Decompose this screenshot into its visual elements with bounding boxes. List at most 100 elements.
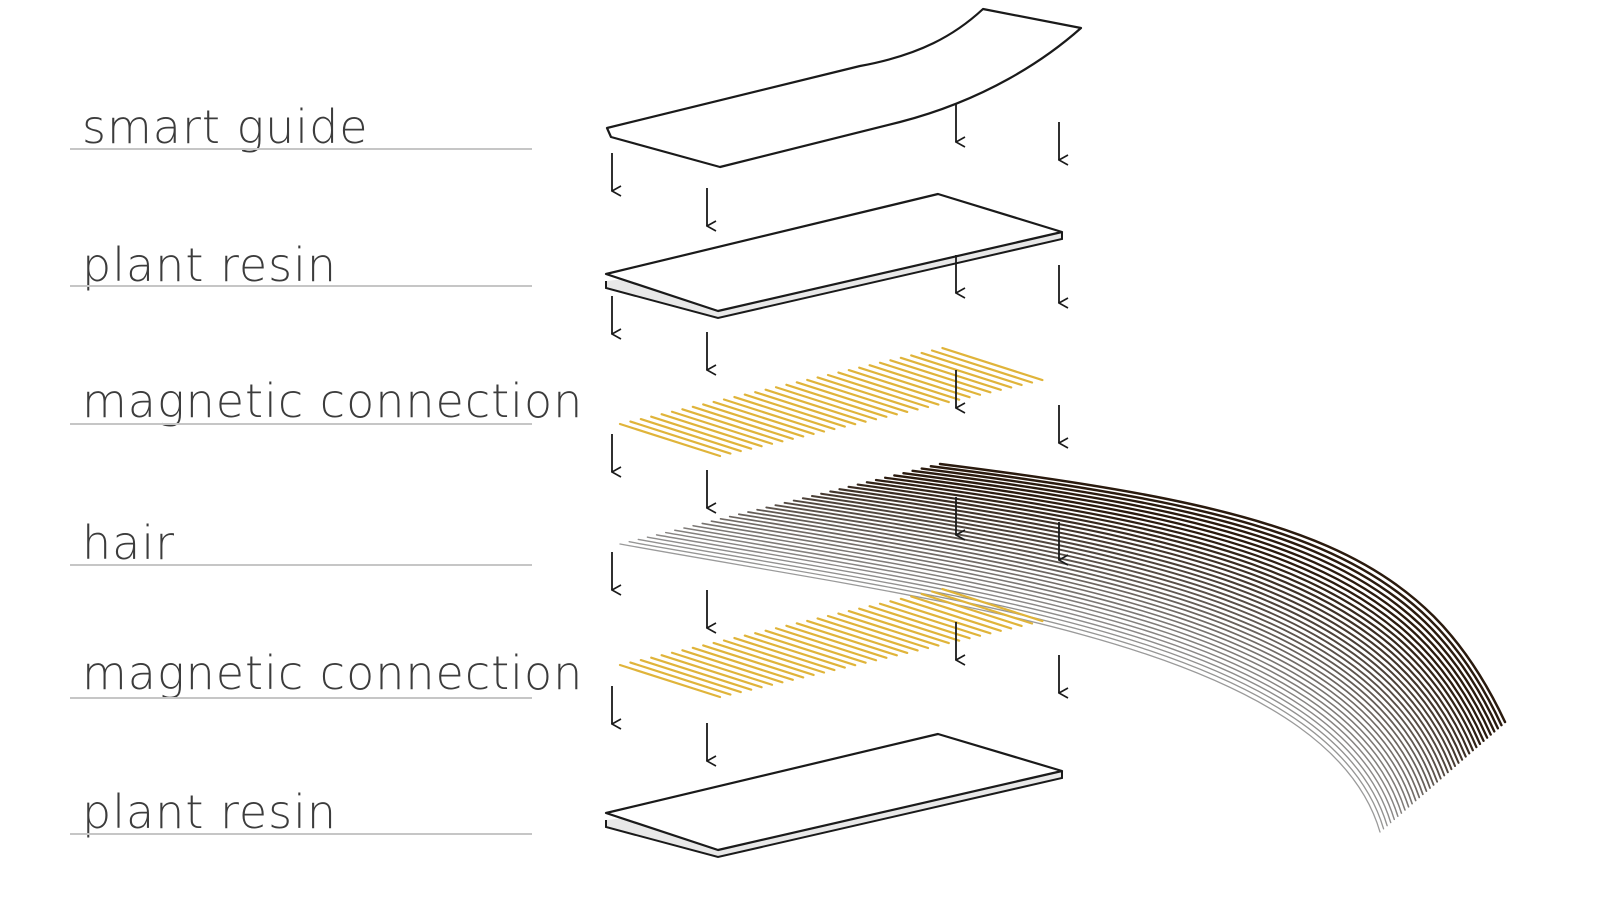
hair-fiber [792, 499, 1449, 774]
magnetic-strand [899, 356, 1002, 391]
magnetic-strand [764, 388, 867, 423]
magnetic-strand [722, 639, 826, 674]
hair-fiber [929, 465, 1503, 727]
magnetic-strand [899, 597, 1002, 632]
magnetic-strand [639, 418, 742, 453]
magnetic-connection-top-strands [618, 346, 1044, 458]
magnetic-strand [691, 405, 794, 440]
magnetic-strand [785, 624, 888, 659]
label-rule [70, 148, 532, 150]
label-rule [70, 833, 532, 835]
hair-fiber [893, 474, 1489, 739]
magnetic-strand [889, 359, 992, 394]
hair-fiber [646, 536, 1392, 824]
magnetic-strand [650, 415, 753, 450]
magnetic-strand [941, 346, 1044, 382]
magnetic-strand [889, 600, 992, 635]
layer-label-smart-guide: smart guide [82, 100, 369, 154]
magnetic-strand [702, 644, 805, 679]
magnetic-strand [826, 614, 930, 650]
magnetic-strand [910, 595, 1013, 630]
magnetic-strand [712, 400, 815, 436]
magnetic-connection-bottom-strands [618, 587, 1044, 699]
hair-fiber [856, 483, 1474, 752]
magnetic-strand [847, 609, 950, 645]
magnetic-strand [806, 378, 909, 413]
magnetic-strand [670, 410, 774, 445]
magnetic-strand [816, 376, 919, 411]
hair-fiber [756, 508, 1435, 786]
magnetic-strand [743, 393, 846, 428]
magnetic-strand [920, 592, 1023, 628]
magnetic-strand [618, 663, 722, 699]
hair-fiber [674, 529, 1403, 814]
magnetic-strand [930, 590, 1034, 625]
magnetic-strand [930, 349, 1034, 384]
magnetic-strand [816, 617, 919, 652]
magnetic-strand [785, 383, 888, 418]
hair-fiber [774, 504, 1442, 780]
hair-fiber [747, 511, 1431, 789]
hair-fiber [728, 515, 1424, 796]
hair-fiber [911, 469, 1496, 733]
hair-fiber [938, 462, 1507, 724]
magnetic-strand [858, 607, 961, 642]
hair-fiber [865, 481, 1478, 749]
magnetic-strand [795, 381, 898, 416]
magnetic-strand [629, 661, 732, 696]
layer-label-magnetic-connection-bottom: magnetic connection [82, 646, 584, 700]
magnetic-strand [774, 386, 878, 421]
label-rule [70, 423, 532, 425]
magnetic-strand [920, 351, 1023, 387]
magnetic-strand [754, 632, 857, 667]
hair-fiber [801, 497, 1453, 771]
magnetic-strand [660, 654, 763, 689]
label-rule [70, 564, 532, 566]
layer-label-plant-resin-top: plant resin [82, 238, 338, 292]
magnetic-strand [878, 602, 982, 637]
hair-fiber [847, 485, 1471, 755]
magnetic-strand [837, 612, 940, 647]
hair-fiber [765, 506, 1439, 783]
magnetic-strand [681, 649, 784, 684]
magnetic-strand [941, 587, 1044, 623]
magnetic-strand [660, 413, 763, 448]
magnetic-strand [639, 658, 742, 694]
hair-fiber [692, 524, 1410, 808]
magnetic-strand [629, 420, 732, 455]
hair-fiber [664, 531, 1399, 818]
layer-label-plant-resin-bottom: plant resin [82, 785, 338, 839]
hair-fiber [719, 518, 1421, 799]
magnetic-strand [650, 656, 753, 691]
magnetic-strand [910, 354, 1013, 389]
magnetic-strand [868, 605, 971, 640]
hair-fiber [619, 543, 1381, 833]
hair-fiber [683, 527, 1406, 811]
hair-fiber [838, 488, 1467, 758]
magnetic-strand [774, 627, 878, 662]
hair-fiber [820, 492, 1460, 764]
magnetic-strand [878, 361, 982, 396]
magnetic-strand [618, 422, 722, 458]
hair-fiber [628, 541, 1385, 830]
assembly-arrows [612, 104, 1059, 761]
magnetic-strand [806, 619, 909, 655]
layer-label-magnetic-connection-top: magnetic connection [82, 374, 584, 428]
magnetic-strand [691, 646, 794, 681]
magnetic-strand [826, 373, 930, 409]
hair-fiber [637, 538, 1388, 827]
magnetic-strand [837, 371, 940, 406]
magnetic-strand [681, 408, 784, 443]
magnetic-strand [670, 651, 774, 686]
hair-fiber [874, 478, 1482, 746]
label-rule [70, 285, 532, 287]
magnetic-strand [847, 369, 950, 404]
smart-guide-sheet [605, 7, 1083, 169]
magnetic-strand [764, 629, 867, 664]
hair-fiber [902, 471, 1492, 736]
magnetic-strand [722, 398, 826, 433]
hair-fiber [655, 534, 1396, 821]
magnetic-strand [795, 622, 898, 657]
magnetic-strand [712, 641, 815, 677]
